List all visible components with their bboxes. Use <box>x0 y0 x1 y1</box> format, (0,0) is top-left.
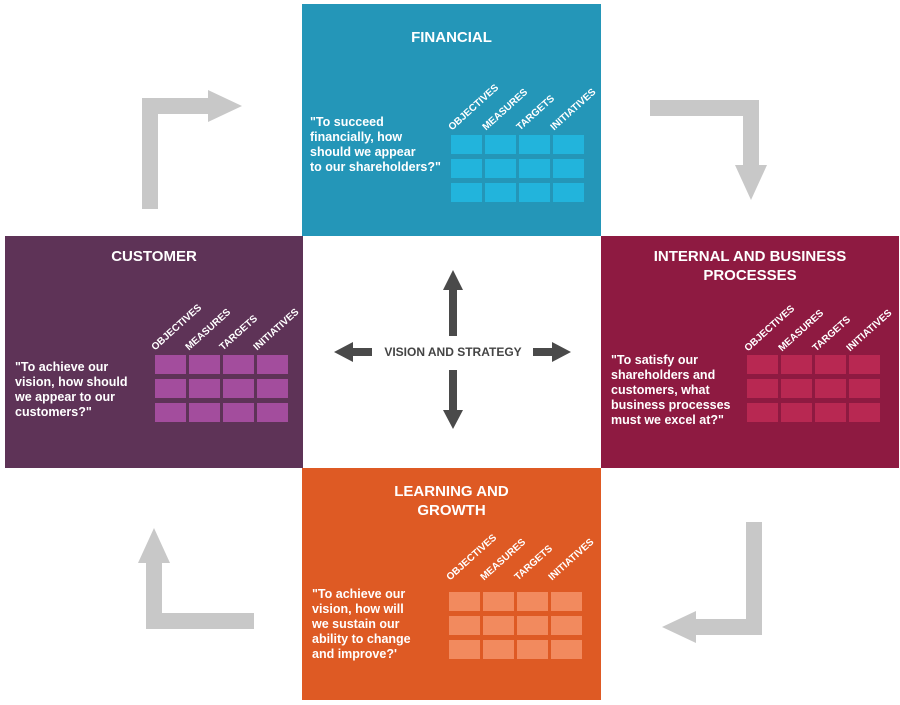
table-cell <box>553 135 584 154</box>
table-cell <box>451 135 482 154</box>
table-cell <box>519 183 550 202</box>
table-cell <box>747 355 778 374</box>
table-cell <box>519 135 550 154</box>
table-cell <box>451 159 482 178</box>
vision-and-strategy-label: VISION AND STRATEGY <box>384 345 522 359</box>
customer-table <box>155 355 288 422</box>
table-cell <box>483 616 514 635</box>
cycle-arrow-top-right <box>650 100 767 200</box>
table-cell <box>449 592 480 611</box>
table-cell <box>189 355 220 374</box>
table-cell <box>483 592 514 611</box>
table-cell <box>551 616 582 635</box>
table-cell <box>849 379 880 398</box>
center-arrow-down <box>443 370 463 429</box>
table-cell <box>223 355 254 374</box>
table-cell <box>485 183 516 202</box>
internal-col-initiatives: INITIATIVES <box>844 307 895 354</box>
table-cell <box>815 379 846 398</box>
internal-table <box>747 355 880 422</box>
table-cell <box>781 379 812 398</box>
cycle-arrow-bottom-right <box>662 522 762 643</box>
learning-and-growth-panel: LEARNING AND GROWTH "To achieve our visi… <box>302 468 601 700</box>
cycle-arrow-bottom-left <box>138 528 254 629</box>
table-cell <box>223 379 254 398</box>
table-cell <box>553 159 584 178</box>
table-cell <box>257 355 288 374</box>
internal-quote: "To satisfy our shareholders and custome… <box>611 353 731 427</box>
table-cell <box>747 379 778 398</box>
table-cell <box>849 355 880 374</box>
table-cell <box>155 403 186 422</box>
table-cell <box>485 135 516 154</box>
table-cell <box>781 403 812 422</box>
table-cell <box>449 640 480 659</box>
learning-title: LEARNING AND GROWTH <box>394 483 509 519</box>
table-cell <box>781 355 812 374</box>
customer-quote: "To achieve our vision, how should we ap… <box>15 360 128 419</box>
center-arrow-right <box>533 342 571 362</box>
table-cell <box>815 403 846 422</box>
internal-title: INTERNAL AND BUSINESS PROCESSES <box>653 248 847 284</box>
table-cell <box>257 403 288 422</box>
table-cell <box>551 592 582 611</box>
internal-business-processes-panel: INTERNAL AND BUSINESS PROCESSES "To sati… <box>601 236 899 468</box>
table-cell <box>483 640 514 659</box>
table-cell <box>747 403 778 422</box>
learning-quote: "To achieve our vision, how will we sust… <box>312 587 411 661</box>
learning-col-initiatives: INITIATIVES <box>546 536 597 583</box>
table-cell <box>189 403 220 422</box>
table-cell <box>517 592 548 611</box>
cycle-arrow-top-left <box>142 90 242 209</box>
table-cell <box>451 183 482 202</box>
customer-title: CUSTOMER <box>111 248 197 265</box>
customer-panel: CUSTOMER "To achieve our vision, how sho… <box>5 236 303 468</box>
table-cell <box>257 379 288 398</box>
table-cell <box>223 403 254 422</box>
table-cell <box>485 159 516 178</box>
customer-col-initiatives: INITIATIVES <box>251 306 302 353</box>
table-cell <box>553 183 584 202</box>
financial-col-initiatives: INITIATIVES <box>548 86 599 133</box>
table-cell <box>517 616 548 635</box>
table-cell <box>155 355 186 374</box>
table-cell <box>849 403 880 422</box>
center-arrow-up <box>443 270 463 336</box>
table-cell <box>155 379 186 398</box>
table-cell <box>519 159 550 178</box>
table-cell <box>449 616 480 635</box>
center-arrow-left <box>334 342 372 362</box>
table-cell <box>815 355 846 374</box>
table-cell <box>189 379 220 398</box>
financial-title: FINANCIAL <box>411 29 492 46</box>
table-cell <box>551 640 582 659</box>
financial-panel: FINANCIAL "To succeed financially, how s… <box>302 4 601 236</box>
financial-table <box>451 135 584 202</box>
table-cell <box>517 640 548 659</box>
financial-quote: "To succeed financially, how should we a… <box>310 115 441 174</box>
learning-table <box>449 592 582 659</box>
